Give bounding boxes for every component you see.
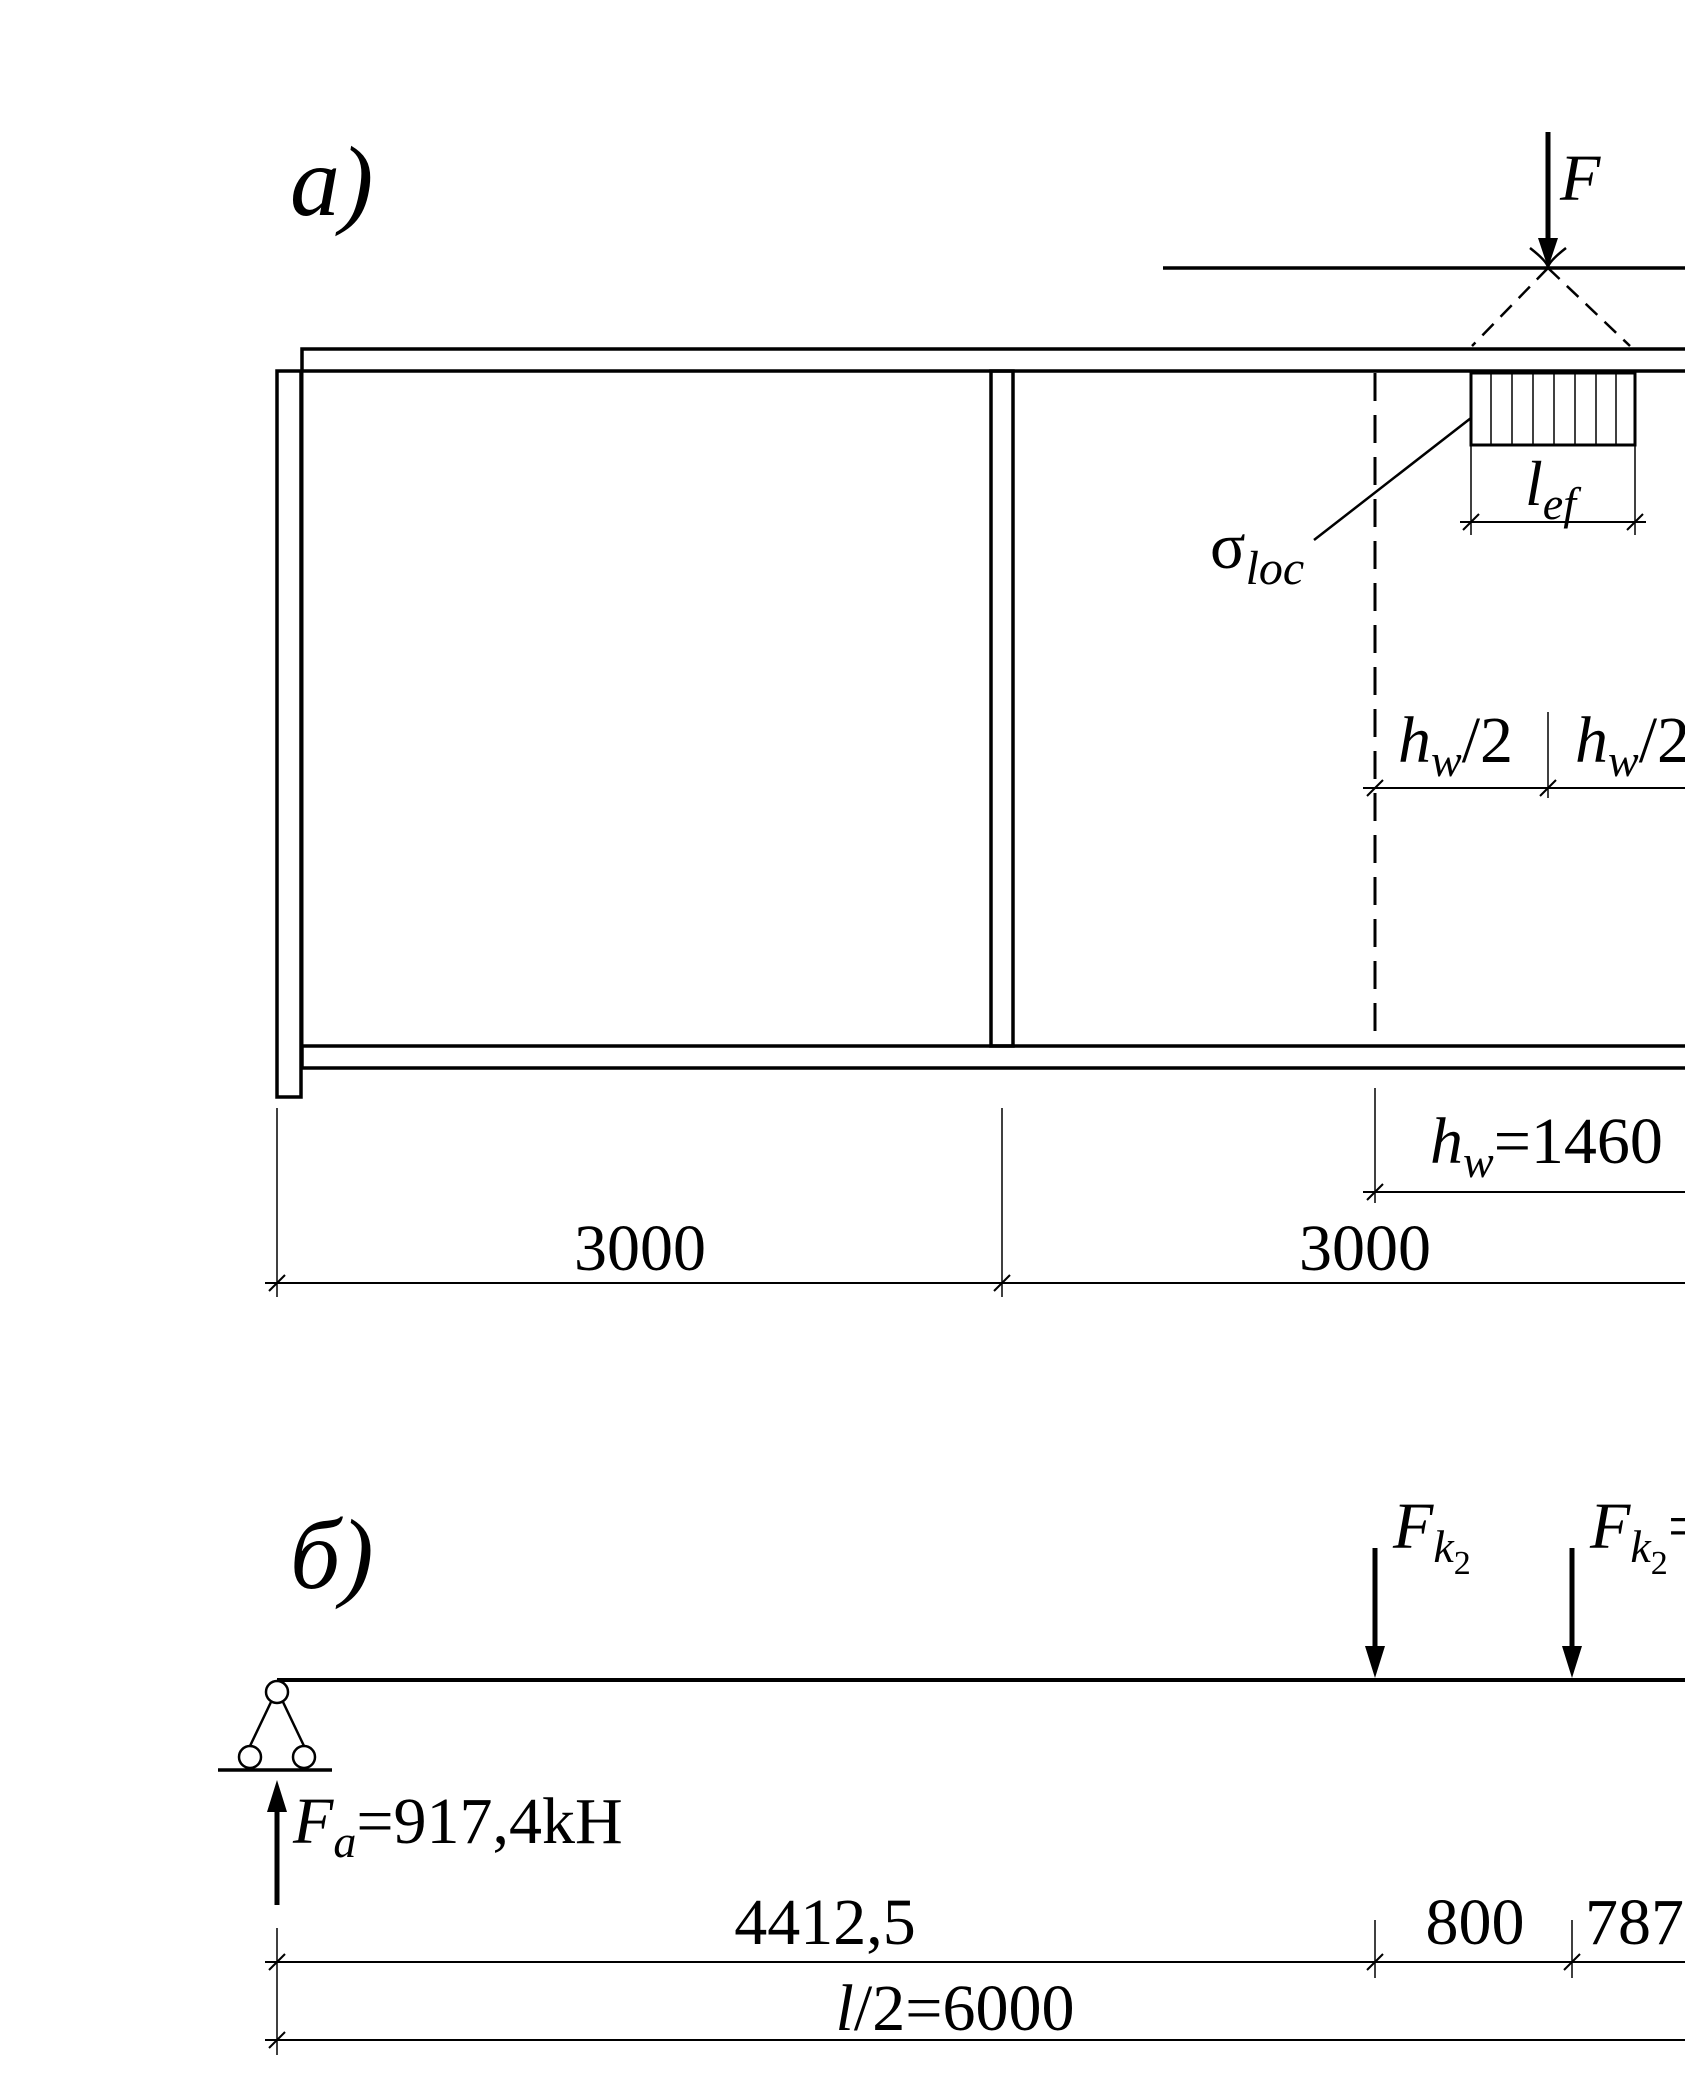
load-1-f: F	[1392, 1490, 1434, 1563]
fa-value: =917,4kH	[356, 1785, 622, 1858]
half-span-label: l/2=6000	[836, 1972, 1075, 2045]
load-arrow-2-head	[1562, 1646, 1582, 1678]
hw-total-w: w	[1463, 1136, 1494, 1187]
fa-sub: a	[333, 1816, 356, 1867]
bottom-flange	[300, 1044, 1685, 1070]
support-roller-right	[291, 1744, 317, 1770]
hw-half-tick-2	[1539, 779, 1557, 797]
hw-half-1-h: h	[1398, 704, 1431, 777]
sigma-loc-label: σloc	[1210, 510, 1304, 595]
lef-tick-right	[1626, 513, 1644, 531]
load-1-k: k	[1433, 1521, 1455, 1572]
dim-b-row1-tick-left	[268, 1953, 286, 1971]
dim-tick-left	[268, 1274, 286, 1292]
dim-800-label: 800	[1426, 1886, 1525, 1959]
load-2-f: F	[1589, 1490, 1631, 1563]
lef-label: lef	[1525, 448, 1582, 529]
hw-total-h: h	[1430, 1105, 1463, 1178]
load-label-1: Fk2	[1392, 1490, 1471, 1582]
reaction-fa-label: Fa=917,4kH	[292, 1785, 623, 1867]
load-1-2: 2	[1454, 1545, 1471, 1582]
hw-half-label-2: hw/2	[1575, 704, 1685, 786]
hw-total-suffix: =1460	[1494, 1105, 1663, 1178]
hw-half-tick-1	[1366, 779, 1384, 797]
sigma-leader-line	[1313, 417, 1472, 541]
reaction-arrow-head	[267, 1780, 287, 1812]
dim-b-row1-tick-1572	[1563, 1953, 1581, 1971]
load-label-2: Fk2=	[1589, 1490, 1685, 1582]
load-2-k: k	[1630, 1521, 1652, 1572]
end-stiffener	[275, 369, 303, 1099]
dim-3000-mid: 3000	[1299, 1212, 1431, 1285]
dim-b-row1-tick-1375	[1366, 1953, 1384, 1971]
top-flange	[300, 347, 1685, 373]
panel-a-label: а)	[290, 126, 373, 237]
support-top-hinge	[264, 1679, 290, 1705]
fa-letter: F	[292, 1785, 334, 1858]
lef-main: l	[1525, 448, 1543, 519]
panel-a: а) F	[265, 126, 1685, 1297]
load-2-eq: =	[1668, 1490, 1685, 1563]
support-leg-right	[281, 1701, 306, 1747]
dim-787-label: 787	[1585, 1886, 1684, 1959]
dim-b-row2-tick-left	[268, 2031, 286, 2049]
support-roller-left	[237, 1744, 263, 1770]
half-span-l: l	[836, 1972, 854, 2045]
hw-half-label-1: hw/2	[1398, 704, 1513, 786]
dispersion-right	[1547, 267, 1631, 347]
sigma-symbol: σ	[1210, 510, 1246, 583]
dim-3000-left: 3000	[574, 1212, 706, 1285]
intermediate-stiffener	[989, 369, 1015, 1048]
hw-total-tick	[1366, 1183, 1384, 1201]
support-leg-left	[248, 1701, 273, 1747]
half-span-rest: /2=6000	[854, 1972, 1075, 2045]
lef-sub: ef	[1543, 478, 1582, 529]
hw-half-2-suffix: /2	[1639, 704, 1685, 777]
load-arrow-1-head	[1365, 1646, 1385, 1678]
hw-half-1-w: w	[1431, 735, 1462, 786]
local-stress-block	[1469, 371, 1637, 447]
force-label: F	[1559, 142, 1601, 215]
lef-tick-left	[1462, 513, 1480, 531]
dim-tick-mid	[993, 1274, 1011, 1292]
hw-total-label: hw=1460	[1430, 1105, 1663, 1187]
hw-half-2-h: h	[1575, 704, 1608, 777]
hw-half-1-suffix: /2	[1462, 704, 1513, 777]
load-2-2: 2	[1651, 1545, 1668, 1582]
dim-4412-label: 4412,5	[734, 1886, 916, 1959]
hw-half-2-w: w	[1608, 735, 1639, 786]
panel-b: б) Fa=917,4kH Fk2 Fk2=	[218, 1490, 1685, 2055]
sigma-sub: loc	[1246, 542, 1305, 595]
dispersion-left	[1471, 267, 1549, 347]
panel-b-label: б)	[290, 1499, 374, 1610]
force-arrow-head	[1538, 238, 1558, 268]
